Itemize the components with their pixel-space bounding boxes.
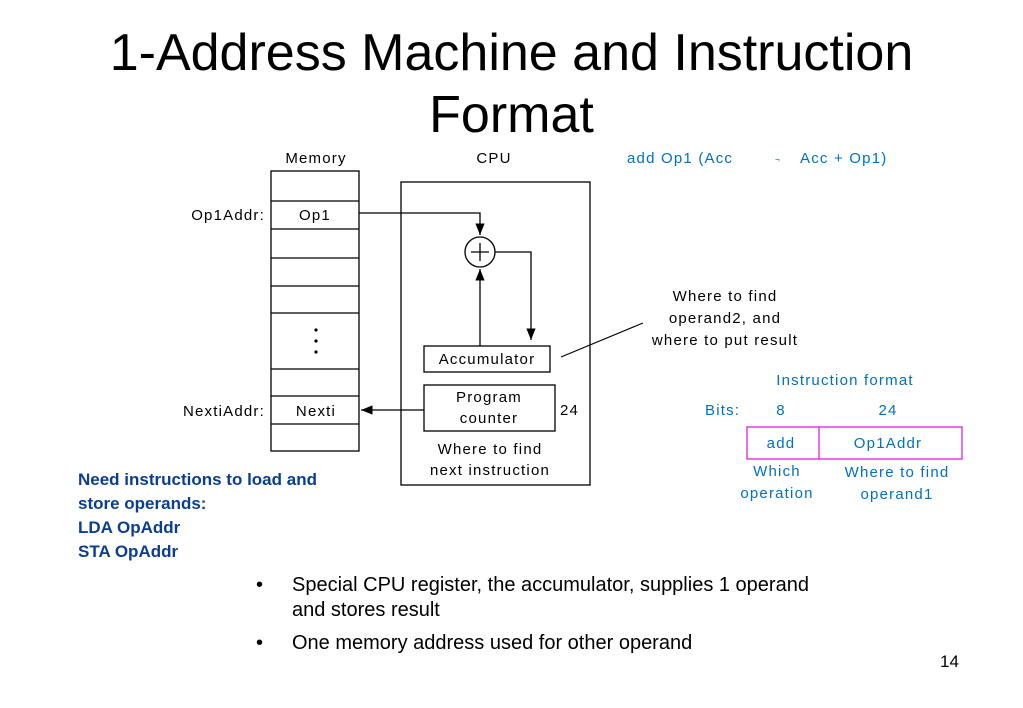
accumulator-box [423,345,551,373]
where-op2-label-1: Where to find [673,288,778,305]
bits-opcode: 8 [776,402,786,419]
nextiaddr-label: NextiAddr: [183,403,265,420]
note-line-2: store operands: [78,494,207,513]
slide-title: 1-Address Machine and Instruction Format [0,22,1023,146]
program-counter-box [423,384,556,432]
bullet-list: • Special CPU register, the accumulator,… [256,573,936,664]
cpu-box [400,181,591,486]
field-opcode: add [767,435,796,452]
which-op-label-2: operation [740,485,813,502]
nexti-memory-cell: Nexti [296,403,336,420]
program-counter-label-1: Program [456,389,522,406]
accumulator-label: Accumulator [439,351,536,368]
bullet-symbol: • [256,632,264,654]
which-op-label-1: Which [753,463,801,480]
adder-to-accumulator-arrow [495,251,536,340]
memory-label: Memory [285,150,346,167]
assign-arrow-glyph: ¬ [775,155,780,164]
program-counter-label-2: counter [460,410,518,427]
operation-text-rhs: Acc + Op1) [800,150,887,167]
cpu-label: CPU [476,150,511,167]
instruction-format-box [746,426,963,460]
op1-memory-cell: Op1 [299,207,331,224]
memory-block [270,170,360,452]
title-line-1: 1-Address Machine and Instruction [109,24,914,82]
note-line-1: Need instructions to load and [78,470,317,489]
where-next-label-1: Where to find [438,441,543,458]
where-op1-label-1: Where to find [845,464,950,481]
where-op2-label-2: operand2, and [669,310,781,327]
bits-label: Bits: [705,402,740,419]
memory-cell-dividers [271,200,359,425]
where-op2-label-3: where to put result [651,332,798,349]
field-address: Op1Addr [854,435,922,452]
bullet-text-line: Special CPU register, the accumulator, s… [292,574,809,596]
operation-text: add Op1 (Acc [627,150,733,167]
plus-icon [471,243,489,261]
title-line-2: Format [429,86,594,144]
bullet-item: • One memory address used for other oper… [256,631,936,656]
load-store-note: Need instructions to load and store oper… [78,468,398,564]
where-op1-label-2: operand1 [861,486,934,503]
bits-address: 24 [878,402,897,419]
accumulator-callout-line [560,322,644,358]
bullet-symbol: • [256,574,264,596]
format-title: Instruction format [776,372,913,389]
bullet-text-line: One memory address used for other operan… [292,632,693,654]
bullet-item: • Special CPU register, the accumulator,… [256,573,936,623]
page-number: 14 [940,652,959,671]
pc-bit-width: 24 [560,402,579,419]
op1addr-label: Op1Addr: [191,207,265,224]
op1-to-adder-arrow [359,212,485,235]
note-line-3: LDA OpAddr [78,518,181,537]
bullet-text-line: and stores result [292,599,440,621]
where-next-label-2: next instruction [430,462,550,479]
memory-ellipsis [314,328,318,354]
note-line-4: STA OpAddr [78,542,179,561]
